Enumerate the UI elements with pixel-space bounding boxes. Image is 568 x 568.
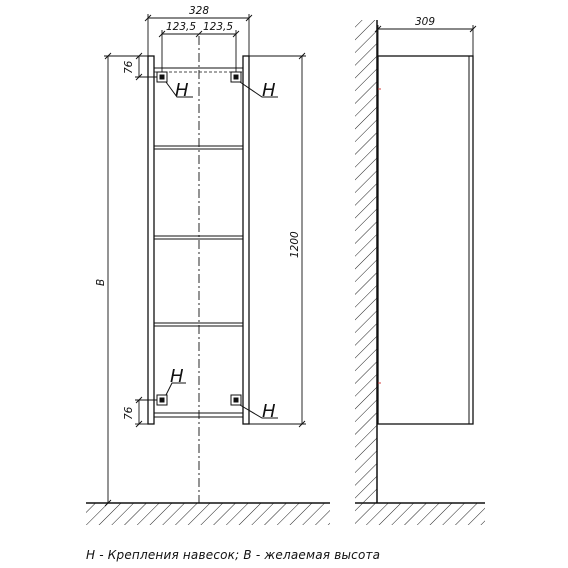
mount-bracket-bottom-right [230, 394, 242, 406]
legend-caption: H - Крепления навесок; B - желаемая высо… [86, 548, 381, 562]
mount-marker-bottom-right: H [262, 401, 276, 422]
wall-side-view [355, 20, 378, 503]
side-view: 309 [374, 16, 477, 425]
floor-right [355, 502, 485, 525]
mount-bracket-top-right [230, 71, 242, 83]
top-offset-label: 76 [123, 60, 135, 74]
shelf-2 [153, 235, 244, 240]
mount-marker-bottom-left: H [170, 366, 184, 387]
shelf-1 [153, 145, 244, 150]
cabinet-left-panel [147, 55, 155, 425]
depth-dimension-label: 309 [415, 16, 435, 28]
mount-marker-top-left: H [175, 80, 189, 101]
mount-height-label: B [95, 279, 107, 286]
front-view: H H H H 328 123,5 123,5 [95, 5, 306, 507]
mount-bracket-bottom-left [156, 394, 168, 406]
bottom-offset-label: 76 [123, 406, 135, 420]
mount-marker-top-right: H [262, 80, 276, 101]
cabinet-right-panel [242, 55, 250, 425]
half-width-left-label: 123,5 [166, 21, 196, 33]
height-dimension-label: 1200 [289, 231, 301, 258]
shelf-3 [153, 322, 244, 327]
mount-bracket-top-left [156, 71, 168, 83]
cabinet-side-body [377, 55, 474, 425]
floor-left [86, 502, 330, 525]
half-width-right-label: 123,5 [203, 21, 233, 33]
width-dimension-label: 328 [189, 5, 209, 17]
